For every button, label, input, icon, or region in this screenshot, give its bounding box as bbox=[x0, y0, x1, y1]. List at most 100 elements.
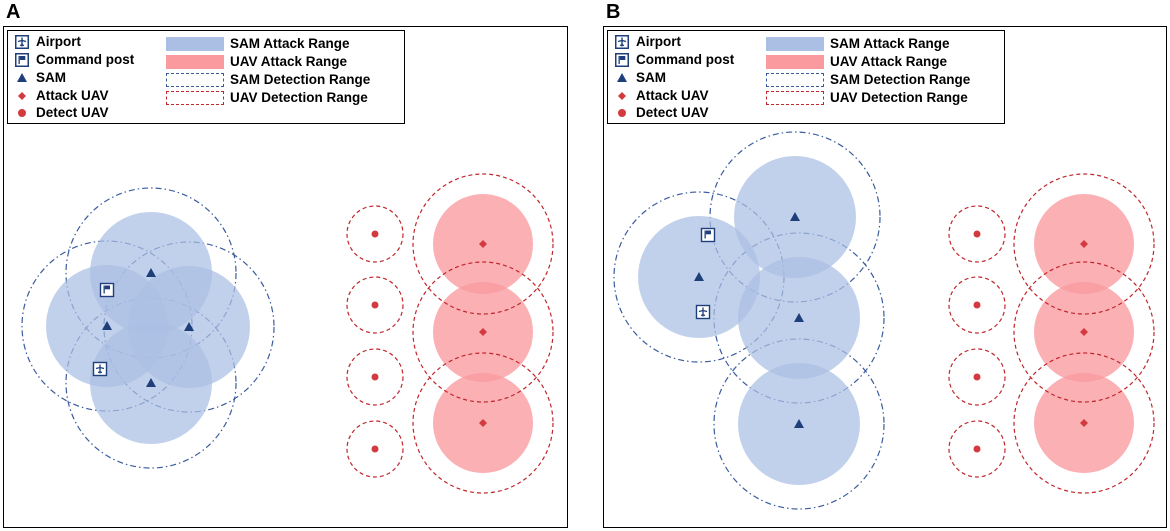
sam-marker bbox=[184, 322, 194, 331]
detect-uav-dot-icon bbox=[14, 108, 30, 118]
panel-a-label: A bbox=[6, 1, 21, 23]
detect-uav-dot-icon bbox=[614, 108, 630, 118]
sam-marker bbox=[790, 212, 800, 221]
attack-uav-marker bbox=[479, 419, 487, 427]
sam-marker bbox=[146, 268, 156, 277]
uav-detection-range bbox=[346, 276, 404, 334]
legend-label: UAV Detection Range bbox=[230, 90, 368, 105]
legend-label: Command post bbox=[636, 52, 735, 67]
legend-command-post: Command post bbox=[614, 52, 734, 67]
legend-label: SAM Detection Range bbox=[230, 72, 371, 87]
sam-detection-range bbox=[713, 338, 885, 510]
sam-detection-range bbox=[65, 297, 237, 469]
command-post-flag-pole bbox=[704, 230, 706, 239]
legend-uav-attack-range: UAV Attack Range bbox=[766, 54, 947, 69]
sam-triangle-icon bbox=[614, 72, 630, 83]
legend-sam-detection-range: SAM Detection Range bbox=[166, 72, 370, 87]
legend-attack-uav: Attack UAV bbox=[14, 88, 109, 103]
panel-b-legend: Airport Command post SAM Attack UAV Dete… bbox=[607, 30, 1005, 124]
legend-uav-detection-range: UAV Detection Range bbox=[766, 90, 968, 105]
command-post-flag bbox=[705, 230, 711, 235]
uav-detection-range bbox=[948, 276, 1006, 334]
detect-uav-marker bbox=[973, 230, 981, 238]
uav-detection-range bbox=[412, 173, 554, 315]
legend-attack-uav: Attack UAV bbox=[614, 88, 709, 103]
sam-marker bbox=[794, 313, 804, 322]
uav-detection-range bbox=[948, 348, 1006, 406]
attack-uav-diamond-icon bbox=[14, 91, 30, 101]
attack-uav-marker bbox=[479, 328, 487, 336]
uav-detection-range bbox=[412, 352, 554, 494]
attack-uav-marker bbox=[1080, 328, 1088, 336]
legend-sam: SAM bbox=[614, 70, 666, 85]
uav-detection-range bbox=[346, 348, 404, 406]
legend-airport: Airport bbox=[614, 34, 681, 49]
sam-detection-range bbox=[65, 187, 237, 359]
airport-icon bbox=[14, 34, 30, 49]
uav-attack-swatch bbox=[766, 54, 824, 69]
legend-detect-uav: Detect UAV bbox=[614, 105, 709, 120]
attack-uav-marker bbox=[1080, 419, 1088, 427]
sam-detect-swatch bbox=[766, 72, 824, 87]
legend-detect-uav: Detect UAV bbox=[14, 105, 109, 120]
command-post-icon bbox=[700, 227, 716, 243]
panel-b-label: B bbox=[606, 1, 621, 23]
detect-uav-marker bbox=[973, 301, 981, 309]
command-post-icon bbox=[614, 52, 630, 67]
attack-uav-diamond-icon bbox=[614, 91, 630, 101]
legend-uav-attack-range: UAV Attack Range bbox=[166, 54, 347, 69]
sam-marker bbox=[102, 321, 112, 330]
legend-sam-attack-range: SAM Attack Range bbox=[166, 36, 350, 51]
attack-uav-marker bbox=[1080, 240, 1088, 248]
command-post-icon bbox=[14, 52, 30, 67]
sam-marker bbox=[146, 378, 156, 387]
uav-detection-range bbox=[412, 261, 554, 403]
legend-label: Detect UAV bbox=[636, 105, 709, 120]
detect-uav-marker bbox=[371, 445, 379, 453]
panel-b-scene bbox=[613, 131, 1155, 510]
sam-marker bbox=[794, 419, 804, 428]
legend-label: SAM Detection Range bbox=[830, 72, 971, 87]
detect-uav-marker bbox=[973, 373, 981, 381]
sam-marker bbox=[694, 272, 704, 281]
legend-label: Detect UAV bbox=[36, 105, 109, 120]
uav-detect-swatch bbox=[766, 90, 824, 105]
detect-uav-marker bbox=[973, 445, 981, 453]
legend-command-post: Command post bbox=[14, 52, 134, 67]
legend-label: UAV Detection Range bbox=[830, 90, 968, 105]
command-post-icon bbox=[99, 282, 115, 298]
legend-label: SAM bbox=[636, 70, 666, 85]
uav-detection-range bbox=[1013, 173, 1155, 315]
detect-uav-marker bbox=[371, 373, 379, 381]
legend-label: SAM bbox=[36, 70, 66, 85]
uav-attack-swatch bbox=[166, 54, 224, 69]
sam-attack-swatch bbox=[166, 36, 224, 51]
airport-icon bbox=[614, 34, 630, 49]
legend-label: SAM Attack Range bbox=[230, 36, 350, 51]
uav-detection-range bbox=[1013, 261, 1155, 403]
uav-detection-range bbox=[1013, 352, 1155, 494]
airport-plane bbox=[698, 307, 708, 317]
command-post-flag bbox=[104, 285, 110, 290]
attack-uav-marker bbox=[479, 240, 487, 248]
legend-label: Attack UAV bbox=[36, 88, 109, 103]
uav-detection-range bbox=[948, 205, 1006, 263]
legend-label: Command post bbox=[36, 52, 135, 67]
sam-detect-swatch bbox=[166, 72, 224, 87]
panel-a-scene bbox=[21, 173, 554, 494]
sam-attack-swatch bbox=[766, 36, 824, 51]
command-post-flag-pole bbox=[103, 285, 105, 294]
uav-detect-swatch bbox=[166, 90, 224, 105]
legend-sam-attack-range: SAM Attack Range bbox=[766, 36, 950, 51]
legend-label: Attack UAV bbox=[636, 88, 709, 103]
sam-triangle-icon bbox=[14, 72, 30, 83]
uav-detection-range bbox=[346, 420, 404, 478]
legend-uav-detection-range: UAV Detection Range bbox=[166, 90, 368, 105]
uav-detection-range bbox=[948, 420, 1006, 478]
panel-a-legend: Airport Command post SAM Attack UAV Dete… bbox=[7, 30, 405, 124]
legend-airport: Airport bbox=[14, 34, 81, 49]
legend-label: UAV Attack Range bbox=[830, 54, 948, 69]
legend-sam-detection-range: SAM Detection Range bbox=[766, 72, 970, 87]
legend-label: SAM Attack Range bbox=[830, 36, 950, 51]
legend-label: Airport bbox=[636, 34, 681, 49]
